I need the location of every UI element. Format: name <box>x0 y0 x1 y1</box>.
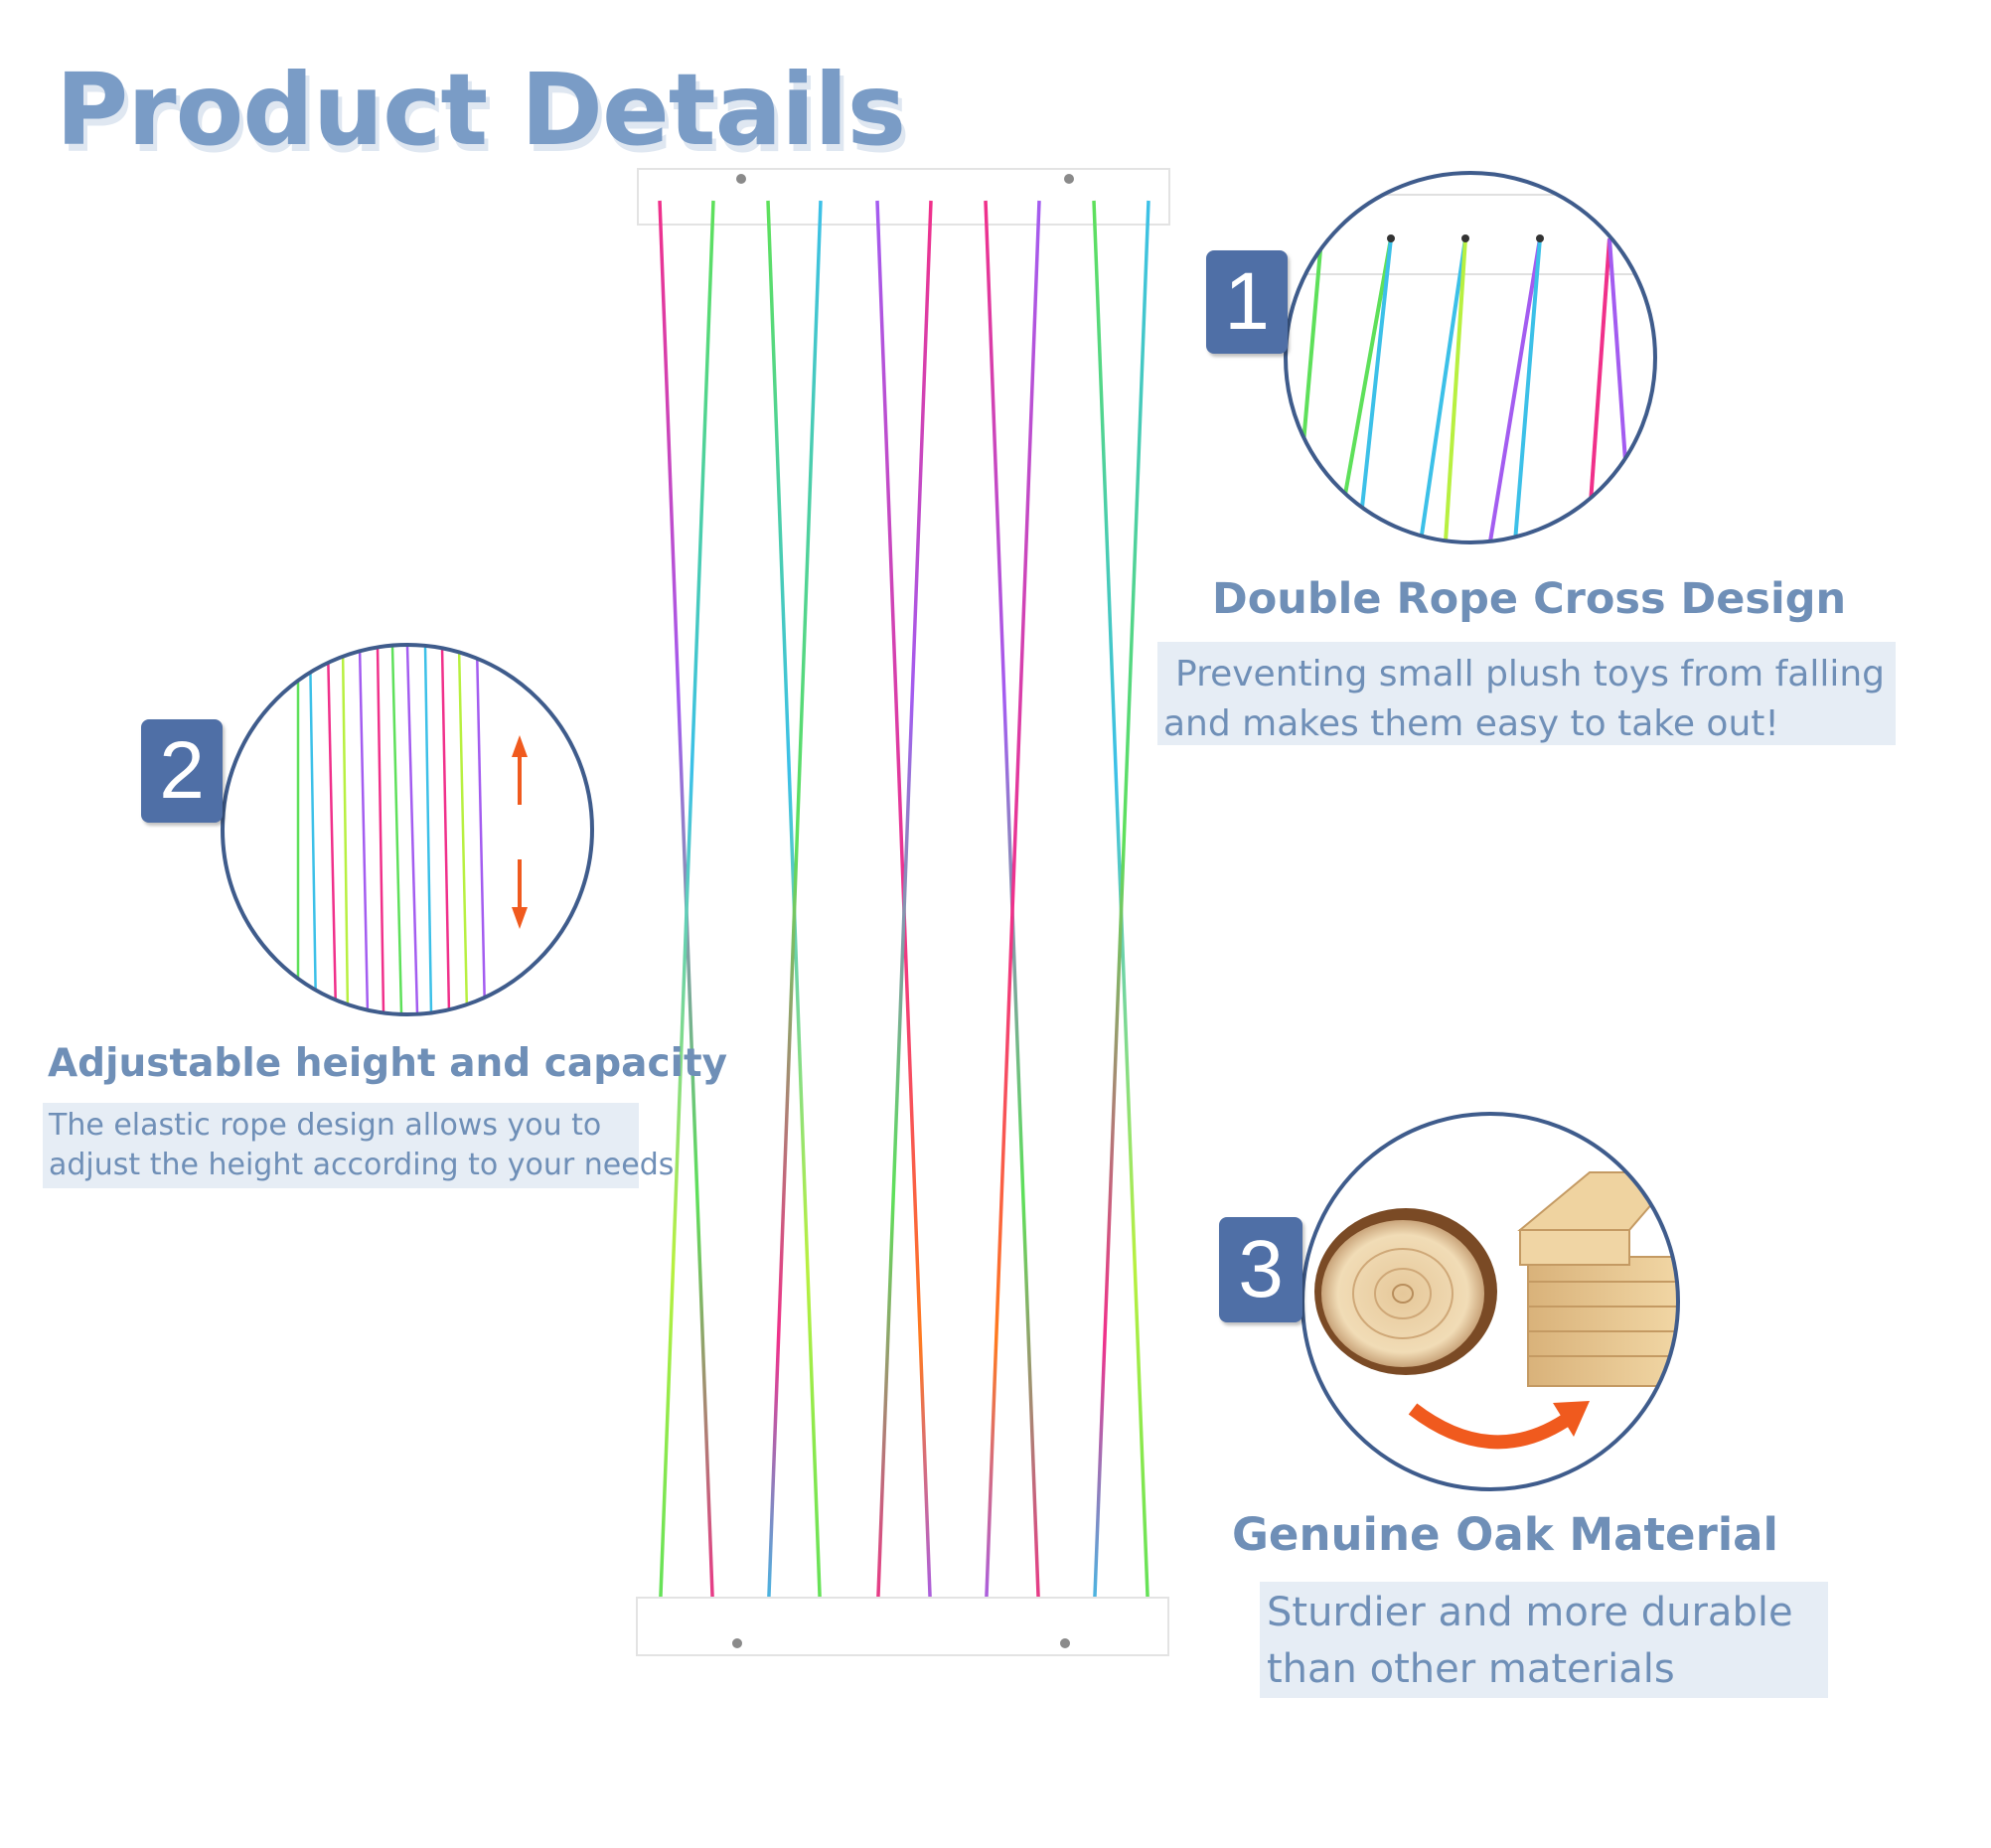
feature-description-line: Sturdier and more durable <box>1267 1590 1793 1635</box>
feature-number-badge: 2 <box>141 719 223 823</box>
elastic-ropes <box>658 200 1150 1622</box>
feature-description: Sturdier and more durable than other mat… <box>1260 1582 1828 1698</box>
feature-number-badge: 1 <box>1206 250 1288 354</box>
page-title: Product Details <box>56 52 906 168</box>
feature-title: Genuine Oak Material <box>1232 1508 1778 1561</box>
oak-wood-icon <box>1301 1112 1680 1491</box>
feature-description-line: Preventing small plush toys from falling <box>1175 654 1886 694</box>
feature-title: Double Rope Cross Design <box>1212 574 1847 624</box>
rack-top-bar <box>637 168 1170 226</box>
feature-description: The elastic rope design allows you to ad… <box>43 1103 675 1188</box>
up-down-arrows-icon <box>221 643 594 1016</box>
feature-title: Adjustable height and capacity <box>48 1041 728 1086</box>
feature-description-line: than other materials <box>1267 1646 1675 1692</box>
rack-bottom-bar <box>636 1597 1169 1656</box>
feature-number-badge: 3 <box>1219 1217 1302 1322</box>
rope-closeup-icon <box>1284 171 1657 544</box>
feature-description-line: The elastic rope design allows you to <box>49 1108 602 1143</box>
feature-description-line: adjust the height according to your need… <box>49 1148 675 1182</box>
feature-description: Preventing small plush toys from falling… <box>1157 642 1896 745</box>
feature-description-line: and makes them easy to take out! <box>1163 703 1779 744</box>
